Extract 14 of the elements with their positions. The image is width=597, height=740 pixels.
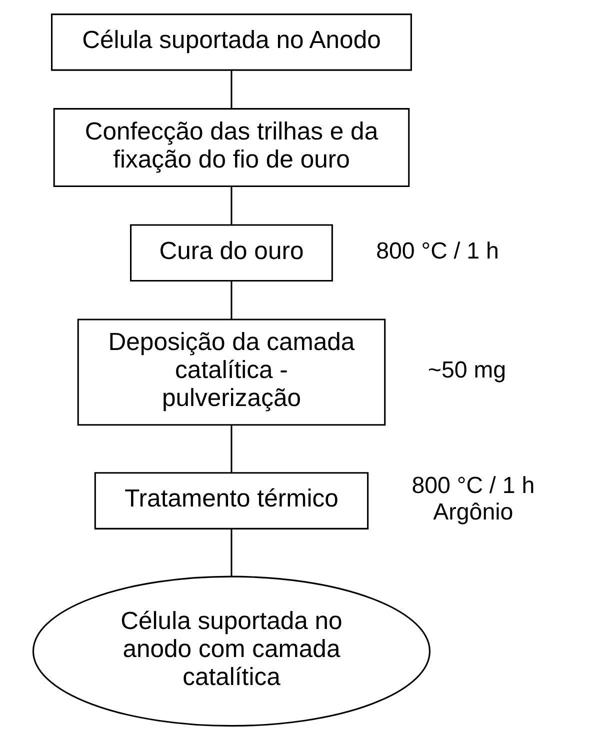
node-label: ~50 mg bbox=[428, 356, 506, 383]
connector bbox=[230, 280, 232, 320]
node-box: Cura do ouro bbox=[130, 224, 333, 282]
connector bbox=[230, 186, 232, 224]
node-label: 800 °C / 1 h bbox=[376, 237, 499, 264]
connector bbox=[230, 426, 232, 473]
connector bbox=[230, 529, 232, 576]
node-box: Célula suportada no Anodo bbox=[51, 14, 412, 71]
node-box: Deposição da camada catalítica - pulverização bbox=[77, 318, 386, 426]
node-box: Confecção das trilhas e da fixação do fio de ouro bbox=[53, 108, 410, 188]
node-label: 800 °C / 1 h Argônio bbox=[412, 472, 535, 524]
node-box: Tratamento térmico bbox=[94, 472, 369, 530]
node-ellipse: Célula suportada no anodo com camada catalítica bbox=[32, 576, 431, 727]
connector bbox=[230, 70, 232, 109]
